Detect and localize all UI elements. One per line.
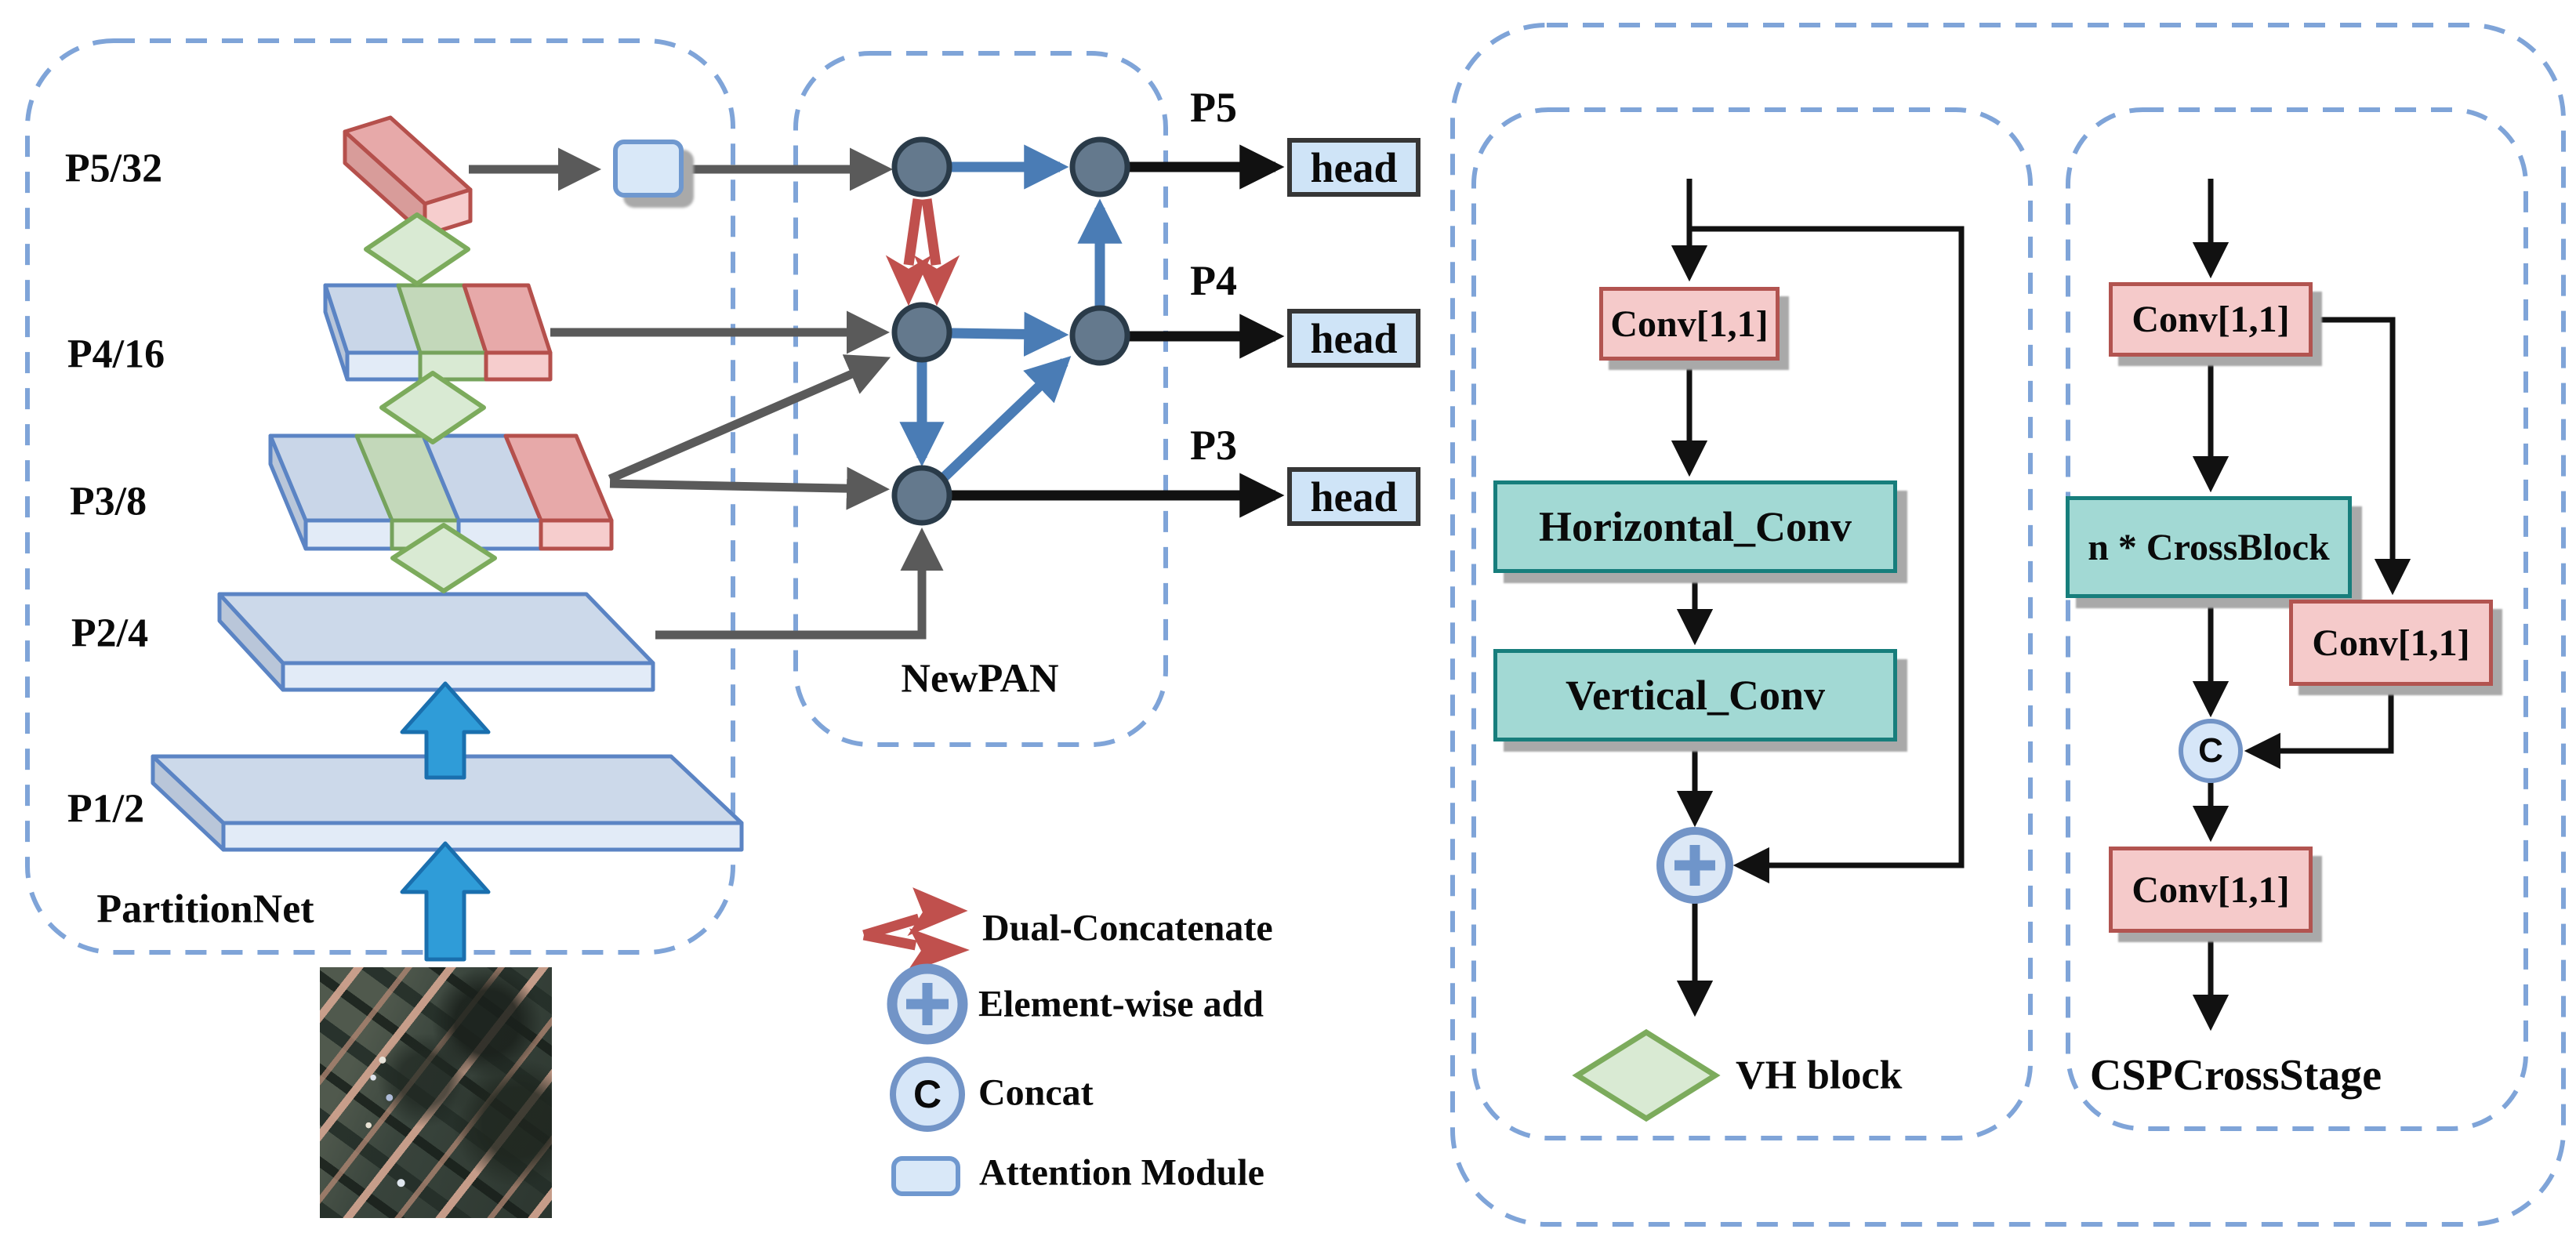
p5-feature-slab [343,115,473,237]
output-label-p4: P4 [1190,257,1237,304]
vh-horizontal-conv-box: Horizontal_Conv [1493,480,1897,573]
input-image [320,967,552,1218]
newpan-node-p4-left [891,302,952,363]
vh-vertical-conv-box: Vertical_Conv [1493,649,1897,741]
head-label: head [1310,473,1398,520]
backbone-to-newpan-arrows [469,147,944,640]
up-arrow-icon [400,841,491,962]
vh-block-diamond-icon [1572,1028,1721,1122]
vh-add-circle [1656,827,1733,904]
legend-label-element-wise-add: Element-wise add [978,983,1264,1025]
vh-conv11-label: Conv[1,1] [1610,303,1769,345]
newpan-node-p5-left [891,136,952,198]
csp-crossblock-label: n * CrossBlock [2088,526,2330,568]
csp-concat-symbol: C [2198,731,2223,770]
legend-element-wise-add-icon [887,963,968,1045]
vh-flow-arrows [1671,179,1965,1017]
head-label: head [1310,143,1398,191]
level-label-p5: P5/32 [64,146,163,191]
csp-conv11-box-1: Conv[1,1] [2109,282,2313,357]
partitionnet-panel [25,38,735,955]
p1-feature-slab [151,754,744,852]
legend-dual-concatenate-icon [862,887,970,974]
level-label-p3: P3/8 [69,479,147,524]
csp-conv11-label-2: Conv[1,1] [2312,622,2470,664]
newpan-node-p4-right [1069,305,1130,366]
output-label-p5: P5 [1190,84,1237,131]
vertical-conv-label: Vertical_Conv [1566,672,1825,719]
vh-block-title: VH block [1736,1053,1903,1098]
blocks-outer-panel [1450,23,2566,1227]
csp-concat-circle [2179,719,2243,783]
dual-concatenate-arrow-icon [885,198,960,306]
output-label-p3: P3 [1190,422,1237,469]
attention-module-icon [613,140,684,198]
legend-concat-icon [890,1057,965,1132]
legend-concat-symbol: C [912,1072,942,1116]
csp-title: CSPCrossStage [2089,1051,2382,1100]
level-label-p1: P1/2 [67,786,145,832]
head-box-p3: head [1287,467,1420,526]
level-label-p4: P4/16 [67,332,165,377]
p3-feature-slab [268,433,614,551]
csp-flow-arrows [2192,179,2411,1032]
backbone-up-arrows [400,681,491,962]
csp-conv11-box-3: Conv[1,1] [2109,847,2313,933]
legend-label-attention-module: Attention Module [979,1151,1264,1194]
newpan-title: NewPAN [901,656,1059,702]
vh-block-panel [1471,107,2033,1140]
head-label: head [1310,314,1398,362]
p4-feature-slab [323,283,553,382]
csp-panel [2066,107,2528,1131]
vh-block-diamond-icons [364,212,497,593]
head-box-p4: head [1287,309,1420,368]
newpan-output-arrows [951,144,1285,518]
horizontal-conv-label: Horizontal_Conv [1539,503,1852,550]
up-arrow-icon [400,681,491,780]
legend-label-concat: Concat [978,1071,1094,1114]
csp-conv11-box-2: Conv[1,1] [2289,600,2493,686]
newpan-node-p3 [891,465,952,526]
newpan-node-p5-right [1069,136,1130,198]
level-label-p2: P2/4 [71,611,149,656]
legend-label-dual-concatenate: Dual-Concatenate [982,907,1273,949]
partitionnet-title: PartitionNet [96,886,314,932]
head-box-p5: head [1287,138,1420,197]
legend-attention-module-icon [891,1156,960,1196]
csp-conv11-label-3: Conv[1,1] [2132,868,2290,911]
csp-crossblock-box: n * CrossBlock [2066,496,2352,598]
newpan-nodes [891,136,1130,526]
newpan-blue-arrows [899,144,1123,482]
csp-conv11-label-1: Conv[1,1] [2132,299,2290,340]
p2-feature-slab [217,592,655,692]
vh-conv11-box: Conv[1,1] [1599,287,1780,361]
